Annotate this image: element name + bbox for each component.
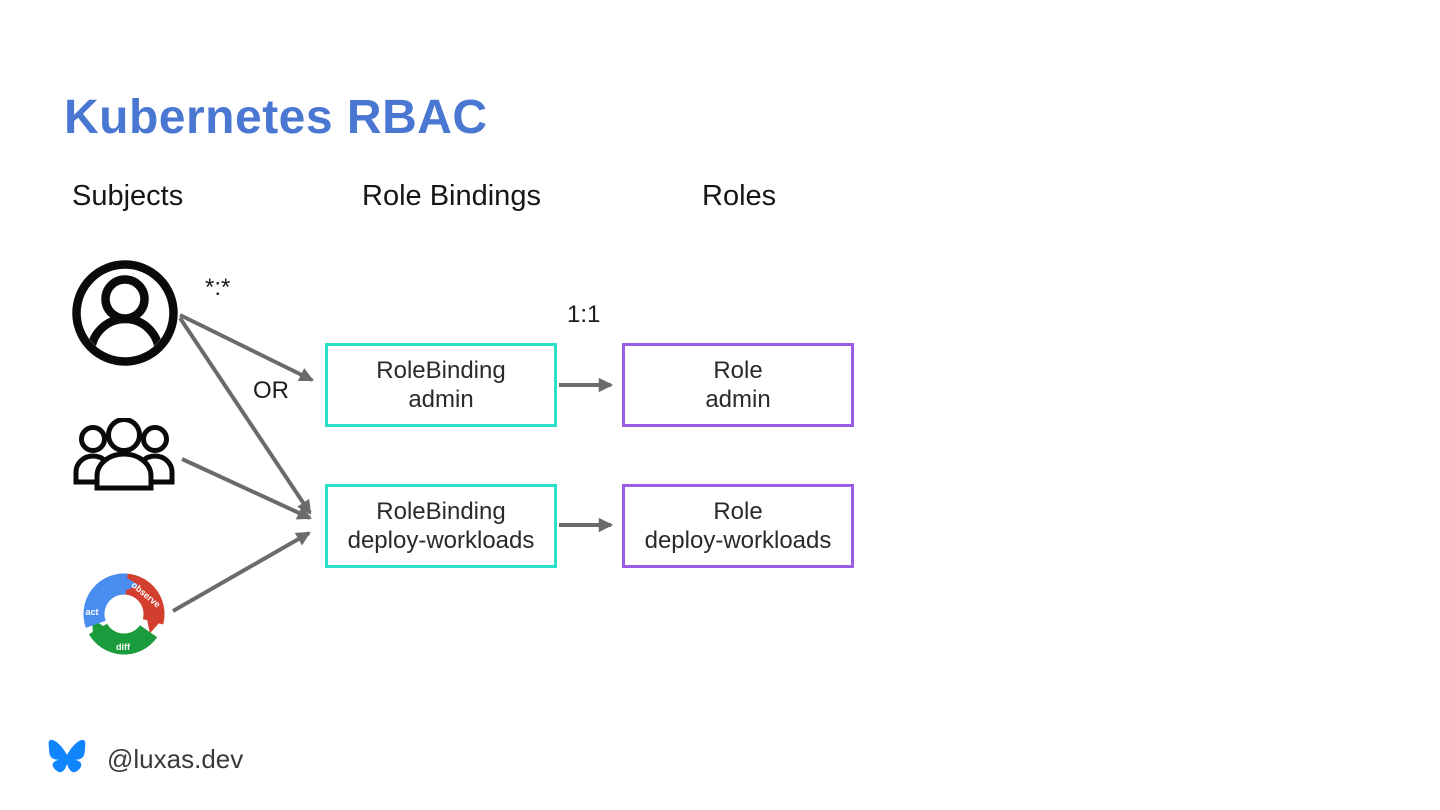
node-rolebinding-deploy-workloads: RoleBinding deploy-workloads [325, 484, 557, 568]
node-name: admin [705, 386, 771, 413]
node-name: deploy-workloads [644, 527, 832, 554]
gitops-diff-label: diff [116, 642, 131, 652]
binding-cardinality-label: 1:1 [567, 301, 601, 328]
node-kind: RoleBinding [376, 357, 506, 384]
arrow-gitops-to-rb-deploy [172, 531, 311, 613]
column-header-role-bindings: Role Bindings [362, 180, 541, 212]
footer-social-handle: @luxas.dev [107, 744, 244, 774]
node-role-deploy-workloads: Role deploy-workloads [622, 484, 854, 568]
subject-cardinality-label: *:* [205, 274, 231, 301]
node-kind: Role [713, 357, 763, 384]
user-icon [72, 260, 178, 366]
node-name: deploy-workloads [347, 527, 535, 554]
column-header-subjects: Subjects [72, 180, 184, 212]
gitops-act-label: act [85, 607, 98, 617]
node-kind: Role [713, 498, 763, 525]
bluesky-butterfly-icon [48, 739, 86, 773]
arrow-user-to-rb-admin [179, 313, 314, 382]
page-title: Kubernetes RBAC [64, 91, 488, 144]
column-header-roles: Roles [702, 180, 777, 212]
arrow-group-to-rb-deploy [181, 457, 312, 520]
group-icon [73, 418, 175, 491]
node-kind: RoleBinding [376, 498, 506, 525]
arrow-user-to-rb-deploy [178, 316, 312, 515]
node-rolebinding-admin: RoleBinding admin [325, 343, 557, 427]
gitops-cycle-icon: observe diff act [83, 573, 165, 655]
node-role-admin: Role admin [622, 343, 854, 427]
or-label: OR [253, 377, 289, 404]
node-name: admin [408, 386, 474, 413]
